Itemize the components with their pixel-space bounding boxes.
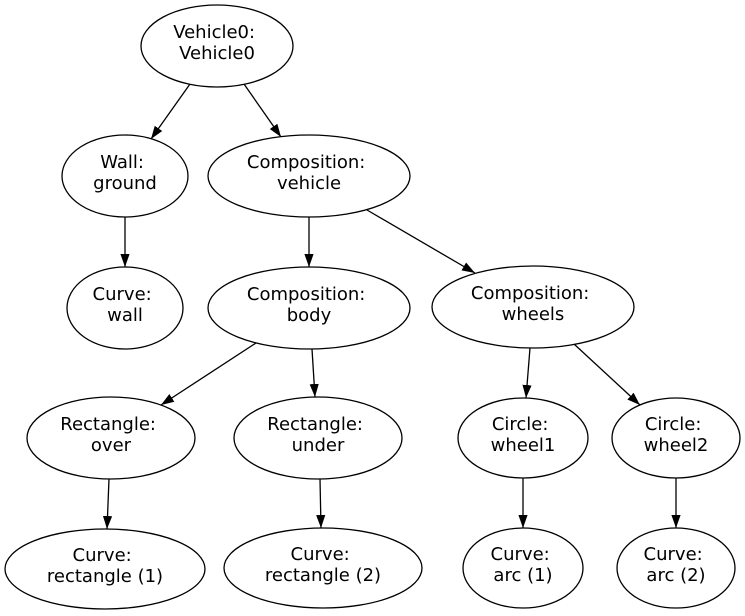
edge-composition-body-to-rectangle-under [309, 348, 319, 398]
node-vehicle0-line2: Vehicle0 [179, 43, 255, 64]
node-curve-arc-2-shape [616, 527, 736, 609]
node-curve-rectangle-1-line2: rectangle (1) [47, 566, 163, 587]
node-composition-vehicle-line2: vehicle [277, 173, 341, 194]
node-curve-wall-shape [66, 266, 184, 350]
node-composition-vehicle: Composition: vehicle [207, 134, 411, 218]
node-curve-rectangle-1-shape [4, 528, 206, 610]
node-curve-arc-2: Curve: arc (2) [616, 527, 736, 609]
node-rectangle-under-line1: Rectangle: [267, 414, 363, 435]
node-curve-wall-line1: Curve: [93, 284, 152, 305]
node-circle-wheel1-label: Circle: wheel1 [491, 414, 556, 456]
node-rectangle-under-line2: under [292, 435, 345, 456]
node-curve-wall-label: Curve: wall [93, 284, 158, 326]
node-curve-arc-1-line1: Curve: [491, 544, 550, 565]
node-circle-wheel2-shape [611, 397, 741, 479]
node-rectangle-over-line1: Rectangle: [60, 414, 156, 435]
node-circle-wheel1-line1: Circle: [492, 414, 549, 435]
node-curve-rectangle-2-shape [223, 527, 423, 609]
node-rectangle-under-shape [233, 396, 403, 480]
edge-composition-body-to-rectangle-over [160, 342, 257, 406]
node-circle-wheel2-label: Circle: wheel2 [644, 414, 709, 456]
node-composition-wheels-label: Composition: wheels [471, 283, 595, 325]
node-composition-wheels-line1: Composition: [471, 283, 589, 304]
edge-composition-vehicle-to-composition-wheels [366, 209, 476, 274]
node-curve-wall: Curve: wall [66, 266, 184, 350]
node-curve-arc-2-label: Curve: arc (2) [644, 544, 709, 586]
node-composition-body: Composition: body [207, 266, 411, 350]
edge-layer [102, 83, 681, 530]
edge-rectangle-over-to-curve-rectangle-1 [102, 478, 113, 530]
node-curve-wall-line2: wall [107, 305, 143, 326]
node-composition-wheels-shape [431, 265, 635, 349]
node-curve-arc-2-line2: arc (2) [646, 565, 705, 586]
node-curve-rectangle-2-label: Curve: rectangle (2) [265, 544, 381, 586]
node-curve-rectangle-1-label: Curve: rectangle (1) [47, 545, 163, 587]
node-vehicle0: Vehicle0: Vehicle0 [140, 4, 294, 88]
node-curve-arc-1-shape [462, 527, 584, 609]
node-rectangle-over-line2: over [91, 435, 132, 456]
edge-composition-wheels-to-circle-wheel2 [573, 343, 641, 406]
node-wall-ground-line2: ground [93, 173, 157, 194]
node-circle-wheel1-shape [457, 397, 589, 479]
node-composition-body-line1: Composition: [247, 284, 365, 305]
edge-vehicle0-to-wall-ground [150, 83, 191, 140]
edge-composition-wheels-to-circle-wheel1 [522, 347, 532, 399]
node-curve-arc-1-label: Curve: arc (1) [491, 544, 556, 586]
node-rectangle-over-label: Rectangle: over [60, 414, 161, 456]
node-rectangle-over-shape [26, 396, 196, 480]
node-composition-body-shape [207, 266, 411, 350]
node-composition-wheels: Composition: wheels [431, 265, 635, 349]
edge-vehicle0-to-composition-vehicle [243, 83, 282, 138]
node-circle-wheel2: Circle: wheel2 [611, 397, 741, 479]
node-curve-rectangle-2-line1: Curve: [291, 544, 350, 565]
node-composition-wheels-line2: wheels [502, 304, 565, 325]
node-vehicle0-shape [140, 4, 294, 88]
node-vehicle0-label: Vehicle0: Vehicle0 [173, 22, 261, 64]
node-circle-wheel1-line2: wheel1 [491, 435, 556, 456]
node-wall-ground-shape [61, 134, 189, 218]
node-curve-rectangle-2-line2: rectangle (2) [265, 565, 381, 586]
node-composition-vehicle-shape [207, 134, 411, 218]
node-curve-rectangle-2: Curve: rectangle (2) [223, 527, 423, 609]
node-composition-body-label: Composition: body [247, 284, 371, 326]
node-wall-ground-line1: Wall: [100, 152, 144, 173]
node-rectangle-under-label: Rectangle: under [267, 414, 368, 456]
node-composition-body-line2: body [287, 305, 332, 326]
node-composition-vehicle-line1: Composition: [247, 152, 365, 173]
node-rectangle-over: Rectangle: over [26, 396, 196, 480]
node-composition-vehicle-label: Composition: vehicle [247, 152, 371, 194]
node-curve-arc-2-line1: Curve: [644, 544, 703, 565]
node-curve-rectangle-1-line1: Curve: [73, 545, 132, 566]
edge-rectangle-under-to-curve-rectangle-2 [316, 478, 326, 529]
node-circle-wheel2-line1: Circle: [645, 414, 702, 435]
node-wall-ground: Wall: ground [61, 134, 189, 218]
node-circle-wheel1: Circle: wheel1 [457, 397, 589, 479]
node-wall-ground-label: Wall: ground [93, 152, 157, 194]
node-circle-wheel2-line2: wheel2 [644, 435, 709, 456]
node-curve-arc-1: Curve: arc (1) [462, 527, 584, 609]
node-curve-arc-1-line2: arc (1) [493, 565, 552, 586]
node-curve-rectangle-1: Curve: rectangle (1) [4, 528, 206, 610]
node-vehicle0-line1: Vehicle0: [173, 22, 255, 43]
node-rectangle-under: Rectangle: under [233, 396, 403, 480]
